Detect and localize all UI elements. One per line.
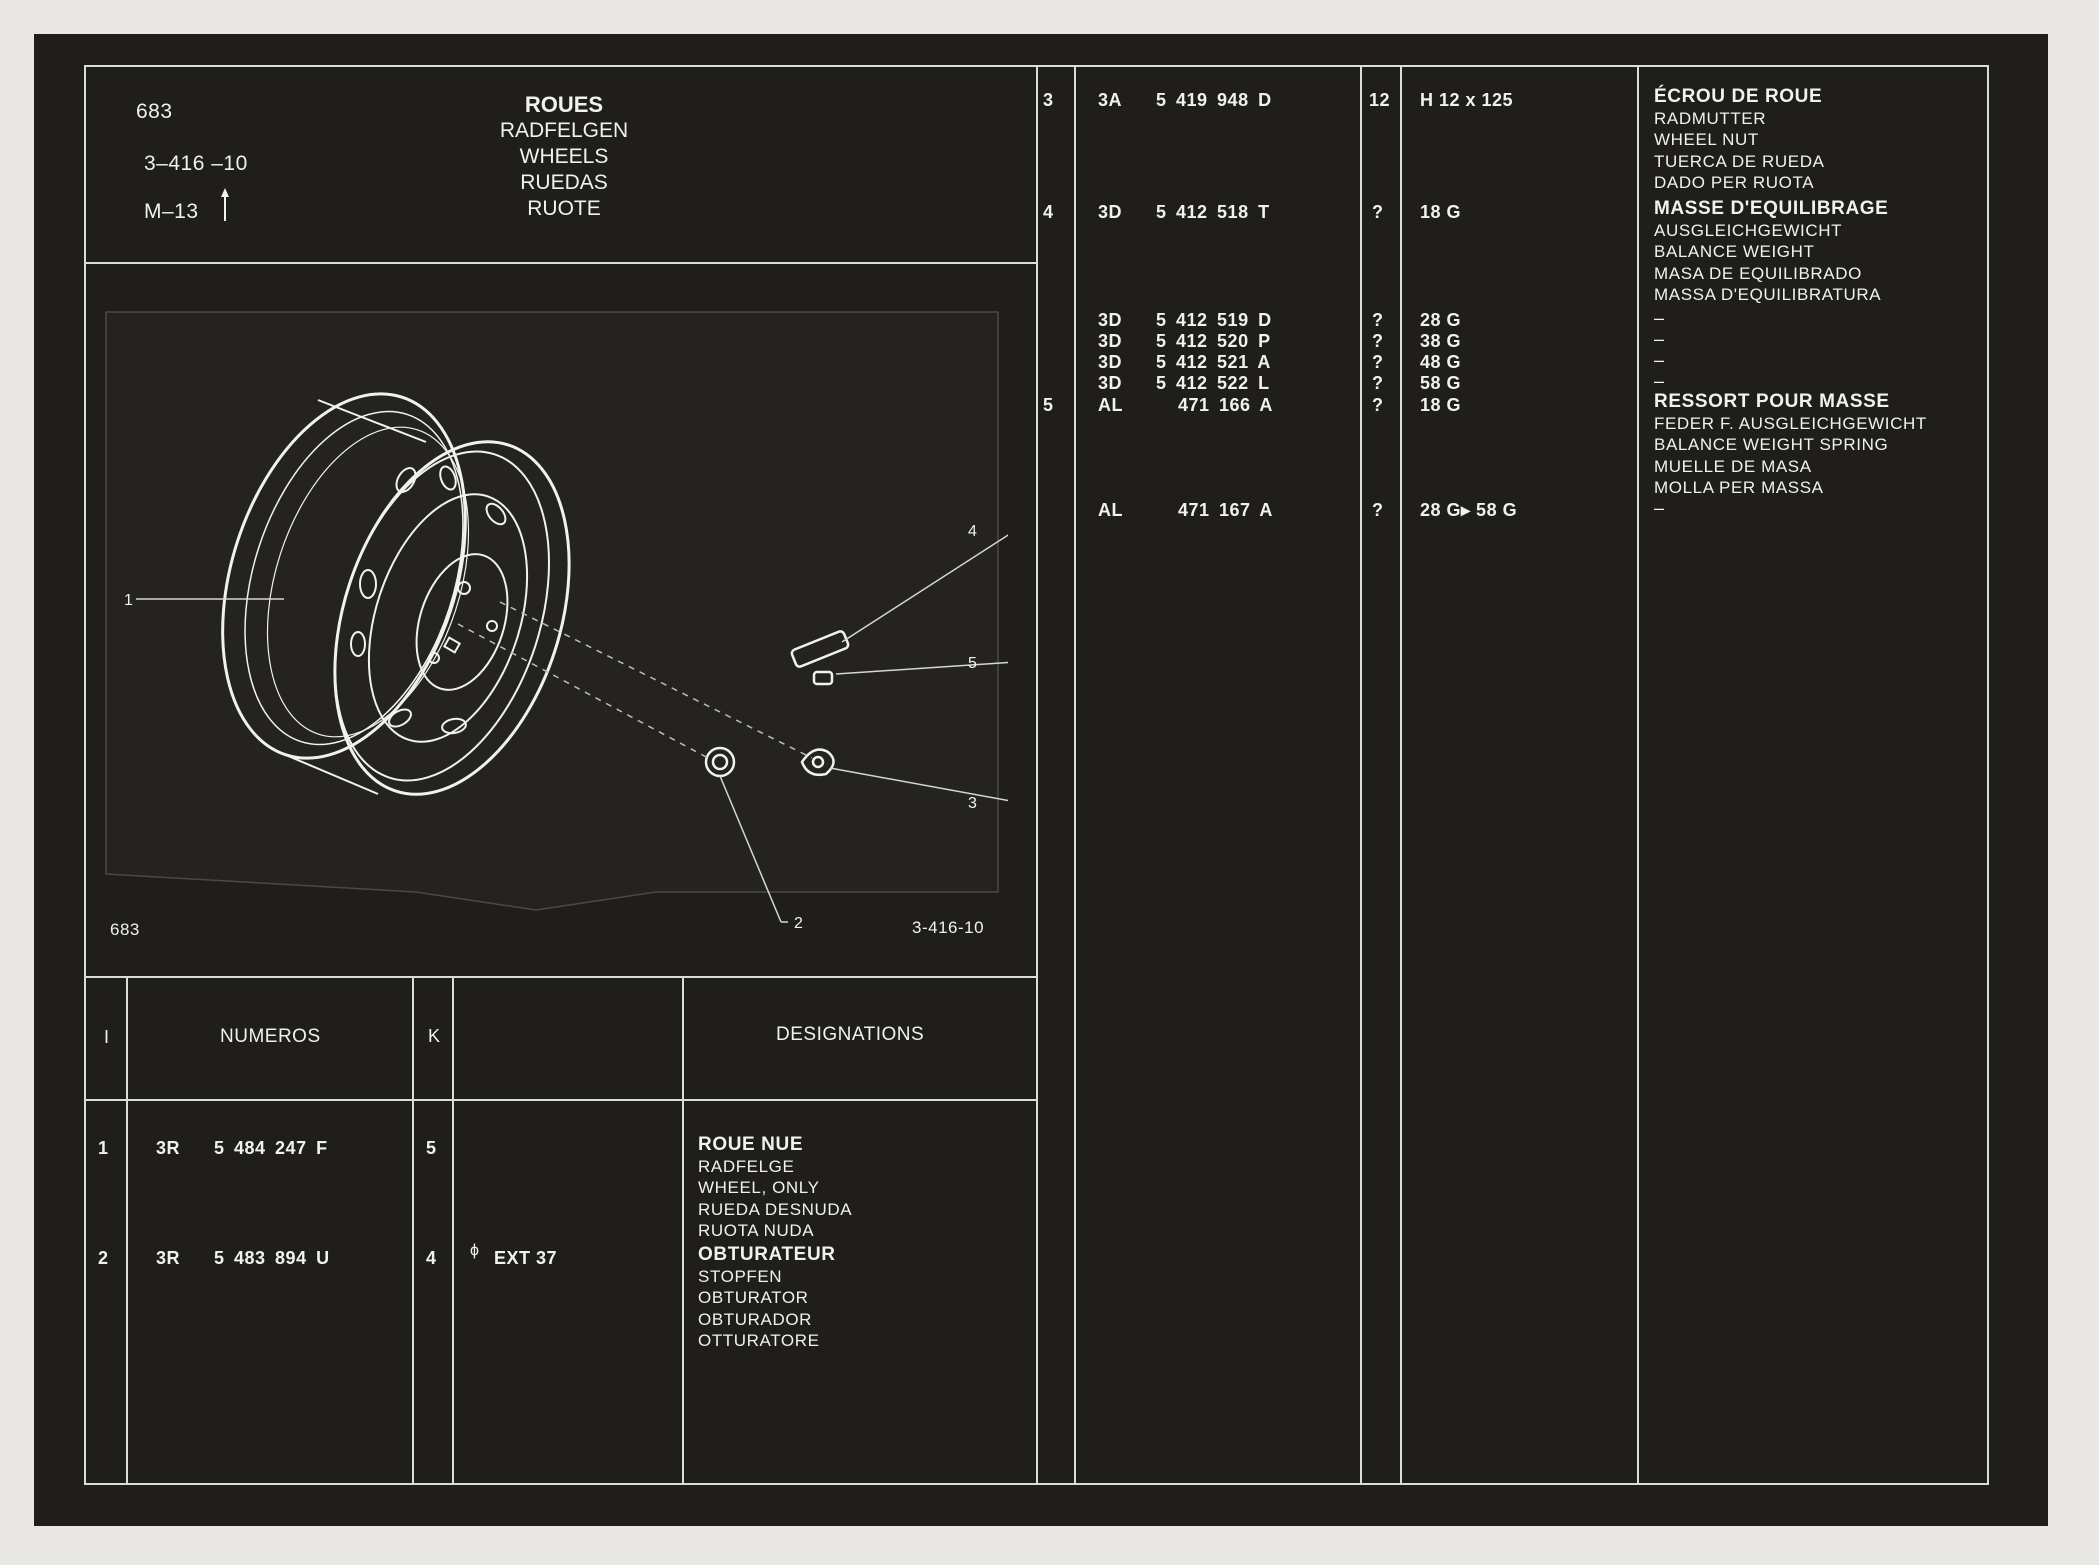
title-it: RUOTE — [527, 197, 601, 220]
row-spec: 48 G — [1420, 352, 1462, 372]
title-es: RUEDAS — [520, 171, 608, 194]
row-designation: ROUE NUE RADFELGE WHEEL, ONLY RUEDA DESN… — [698, 1134, 853, 1240]
callout-3: 3 — [968, 795, 977, 812]
row-qty: ? — [1372, 310, 1384, 330]
illustration-bottom-line — [84, 976, 1037, 978]
title-de: RADFELGEN — [499, 119, 629, 142]
row-part-number: 5 483 894 U — [214, 1248, 330, 1268]
row-part-number: 5 412 521 A — [1156, 352, 1271, 372]
row-designation: RESSORT POUR MASSE FEDER F. AUSGLEICHGEW… — [1654, 391, 1927, 497]
row-prefix: AL — [1098, 500, 1123, 520]
title-en: WHEELS — [519, 145, 609, 168]
row-qty: 4 — [426, 1248, 437, 1268]
title-fr: ROUES — [524, 92, 604, 117]
callout-1: 1 — [124, 592, 133, 609]
row-designation: – — [1654, 498, 1665, 518]
catalog-page-number: 683 — [136, 100, 173, 123]
model-reference: M–13 — [144, 200, 199, 223]
row-spec: H 12 x 125 — [1420, 90, 1514, 110]
row-qty: ? — [1372, 331, 1384, 351]
divider-left-k — [452, 976, 454, 1485]
table-header-bottom-line — [84, 1099, 1037, 1101]
row-designation: – — [1654, 308, 1665, 328]
row-prefix: 3D — [1098, 331, 1123, 351]
row-spec: 28 G — [1420, 310, 1462, 330]
row-prefix: 3A — [1098, 90, 1123, 110]
weight-spring-icon — [812, 670, 834, 686]
arrow-up-icon — [221, 188, 229, 221]
col-header-k: K — [428, 1026, 441, 1046]
callout-2: 2 — [794, 915, 803, 932]
col-header-designations: DESIGNATIONS — [776, 1024, 925, 1045]
wheel-exploded-diagram: 1 2 3 4 5 — [105, 311, 1008, 932]
row-index: 4 — [1043, 202, 1054, 222]
row-spec: 28 G▸ 58 G — [1420, 500, 1518, 520]
row-prefix: AL — [1098, 395, 1123, 415]
callout-5: 5 — [968, 655, 977, 672]
row-part-number: 471 166 A — [1178, 395, 1273, 415]
divider-numbers-right — [1360, 65, 1362, 1485]
row-part-number: 5 412 519 D — [1156, 310, 1272, 330]
row-designation: ÉCROU DE ROUE RADMUTTER WHEEL NUT TUERCA… — [1654, 86, 1825, 192]
row-qty: 5 — [426, 1138, 437, 1158]
wheel-rim-icon — [221, 392, 571, 796]
row-spec: 18 G — [1420, 395, 1462, 415]
divider-main — [1036, 65, 1038, 1485]
row-qty: ? — [1372, 373, 1384, 393]
row-index: 1 — [98, 1138, 109, 1158]
illustration-ref-label: 3-416-10 — [912, 918, 985, 937]
divider-k-right — [1400, 65, 1402, 1485]
row-prefix: 3D — [1098, 310, 1123, 330]
row-part-number: 5 484 247 F — [214, 1138, 328, 1158]
wheel-nut-icon — [800, 748, 835, 776]
row-qty: ? — [1372, 202, 1384, 222]
row-part-number: 471 167 A — [1178, 500, 1273, 520]
divider-spec-right — [1637, 65, 1639, 1485]
row-part-number: 5 419 948 D — [1156, 90, 1272, 110]
row-qty: ? — [1372, 395, 1384, 415]
row-prefix: 3D — [1098, 373, 1123, 393]
col-header-numbers: NUMEROS — [220, 1026, 321, 1047]
row-qty: ? — [1372, 352, 1384, 372]
callout-4: 4 — [968, 523, 977, 540]
row-spec: 38 G — [1420, 331, 1462, 351]
balance-weight-icon — [790, 630, 850, 668]
title-block: ROUES RADFELGEN WHEELS RUEDAS RUOTE — [464, 92, 664, 222]
diameter-icon: ϕ — [470, 1242, 480, 1259]
row-designation: – — [1654, 371, 1665, 391]
row-prefix: 3R — [156, 1138, 181, 1158]
divider-left-numbers — [412, 976, 414, 1485]
row-qty: ? — [1372, 500, 1384, 520]
row-designation: – — [1654, 350, 1665, 370]
divider-index-right — [1074, 65, 1076, 1485]
row-prefix: 3D — [1098, 202, 1123, 222]
row-designation: MASSE D'EQUILIBRAGE AUSGLEICHGEWICHT BAL… — [1654, 198, 1889, 304]
row-qty: 12 — [1369, 90, 1391, 110]
header-bottom-line — [84, 262, 1037, 264]
divider-left-spec — [682, 976, 684, 1485]
row-spec: EXT 37 — [494, 1248, 558, 1268]
divider-left-index — [126, 976, 128, 1485]
row-index: 2 — [98, 1248, 109, 1268]
group-reference: 3–416 –10 — [144, 152, 248, 175]
col-header-index: I — [104, 1027, 110, 1047]
row-spec: 58 G — [1420, 373, 1462, 393]
row-part-number: 5 412 522 L — [1156, 373, 1270, 393]
row-part-number: 5 412 520 P — [1156, 331, 1271, 351]
row-designation: OBTURATEUR STOPFEN OBTURATOR OBTURADOR O… — [698, 1244, 836, 1350]
row-part-number: 5 412 518 T — [1156, 202, 1270, 222]
row-prefix: 3R — [156, 1248, 181, 1268]
row-index: 5 — [1043, 395, 1054, 415]
row-spec: 18 G — [1420, 202, 1462, 222]
row-designation: – — [1654, 329, 1665, 349]
row-prefix: 3D — [1098, 352, 1123, 372]
row-index: 3 — [1043, 90, 1054, 110]
illustration-page-label: 683 — [110, 920, 140, 939]
parts-sheet: 683 3–416 –10 M–13 ROUES RADFELGEN WHEEL… — [34, 34, 2048, 1526]
